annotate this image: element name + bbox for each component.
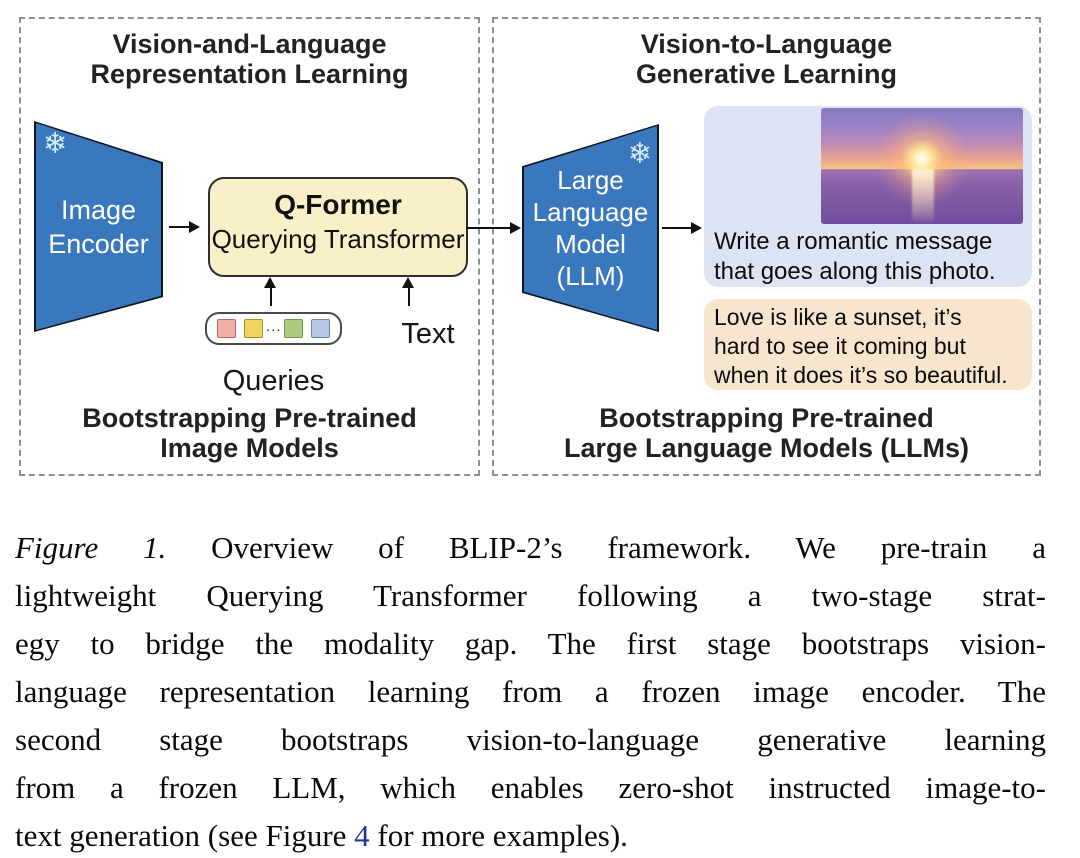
llm-block: ❄ Large Language Model (LLM) [522,124,659,332]
caption-line-1-text: Overview of BLIP-2’s framework. We pre-t… [211,530,1046,565]
prompt-card: Write a romantic message that goes along… [704,106,1032,287]
image-encoder-label-line1: Image [60,194,137,225]
right-panel-footer-line2: Large Language Models (LLMs) [563,433,970,463]
figure-4-link[interactable]: 4 [354,818,370,853]
arrow-llm-to-output [662,221,702,234]
image-encoder-block: ❄ Image Encoder [34,121,163,332]
prompt-text-line2: that goes along this photo. [714,258,996,285]
representation-learning-panel: Vision-and-Language Representation Learn… [19,17,480,476]
right-panel-title: Vision-to-Language Generative Learning [494,29,1039,89]
left-panel-title: Vision-and-Language Representation Learn… [21,29,478,89]
left-panel-footer-line1: Bootstrapping Pre-trained [82,403,417,433]
caption-line-6: from a frozen LLM, which enables zero-sh… [15,770,1046,805]
arrow-text-to-qformer [402,277,415,306]
left-panel-title-line2: Representation Learning [90,59,409,89]
query-token-pink [216,319,236,338]
right-panel-title-line2: Generative Learning [635,59,898,89]
caption-line-7: text generation (see Figure 4 for more e… [15,812,1046,858]
caption-line-7-post: for more examples). [369,818,628,853]
qformer-title: Q-Former [274,189,402,220]
prompt-text-line1: Write a romantic message [714,228,993,255]
llm-label-line4: (LLM) [556,261,625,291]
sunset-photo [821,108,1023,224]
sun-reflection [911,169,935,224]
arrow-queries-to-qformer [264,277,277,306]
caption-line-3: egy to bridge the modality gap. The firs… [15,626,1046,661]
caption-line-1: Figure 1. Overview of BLIP-2’s framework… [15,524,1046,572]
caption-line-2: lightweight Querying Transformer followi… [15,578,1046,613]
snowflake-icon: ❄ [627,138,652,170]
query-token-blue [311,319,331,338]
caption-line-7-pre: text generation (see Figure [15,818,355,853]
arrow-qformer-to-llm [466,221,521,234]
image-encoder-label: Image Encoder [34,121,163,332]
generative-learning-panel: Vision-to-Language Generative Learning ❄… [492,17,1041,476]
left-panel-footer-line2: Image Models [160,433,339,463]
llm-label-line3: Model [555,229,626,259]
qformer-subtitle: Querying Transformer [211,224,465,254]
right-panel-title-line1: Vision-to-Language [640,29,893,59]
caption-line-5: second stage bootstraps vision-to-langua… [15,722,1046,757]
left-panel-title-line1: Vision-and-Language [112,29,387,59]
llm-label-line1: Large [557,165,624,195]
queries-token-strip: ··· [205,312,342,345]
llm-response-card: Love is like a sunset, it’s hard to see … [704,299,1032,390]
arrow-encoder-to-qformer [169,220,200,233]
figure-number-label: Figure 1. [15,530,167,565]
query-token-green [284,319,304,338]
figure-caption: Figure 1. Overview of BLIP-2’s framework… [15,524,1046,858]
image-encoder-label-line2: Encoder [48,228,149,259]
query-token-yellow [243,319,263,338]
right-panel-footer: Bootstrapping Pre-trained Large Language… [494,403,1039,463]
prompt-text: Write a romantic message that goes along… [714,227,996,287]
response-line1: Love is like a sunset, it’s [714,304,962,330]
queries-label: Queries [222,365,325,397]
qformer-box: Q-Former Querying Transformer [208,177,468,277]
response-line2: hard to see it coming but [714,333,966,359]
snowflake-icon: ❄ [43,128,68,160]
text-input-label: Text [401,318,455,350]
right-panel-footer-line1: Bootstrapping Pre-trained [599,403,934,433]
response-line3: when it does it’s so beautiful. [714,362,1008,388]
ellipsis-dots: ··· [265,320,282,337]
left-panel-footer: Bootstrapping Pre-trained Image Models [21,403,478,463]
image-encoder-fill [36,123,161,330]
llm-label-line2: Language [532,197,649,227]
caption-line-4: language representation learning from a … [15,674,1046,709]
llm-label: Large Language Model (LLM) [522,124,659,332]
